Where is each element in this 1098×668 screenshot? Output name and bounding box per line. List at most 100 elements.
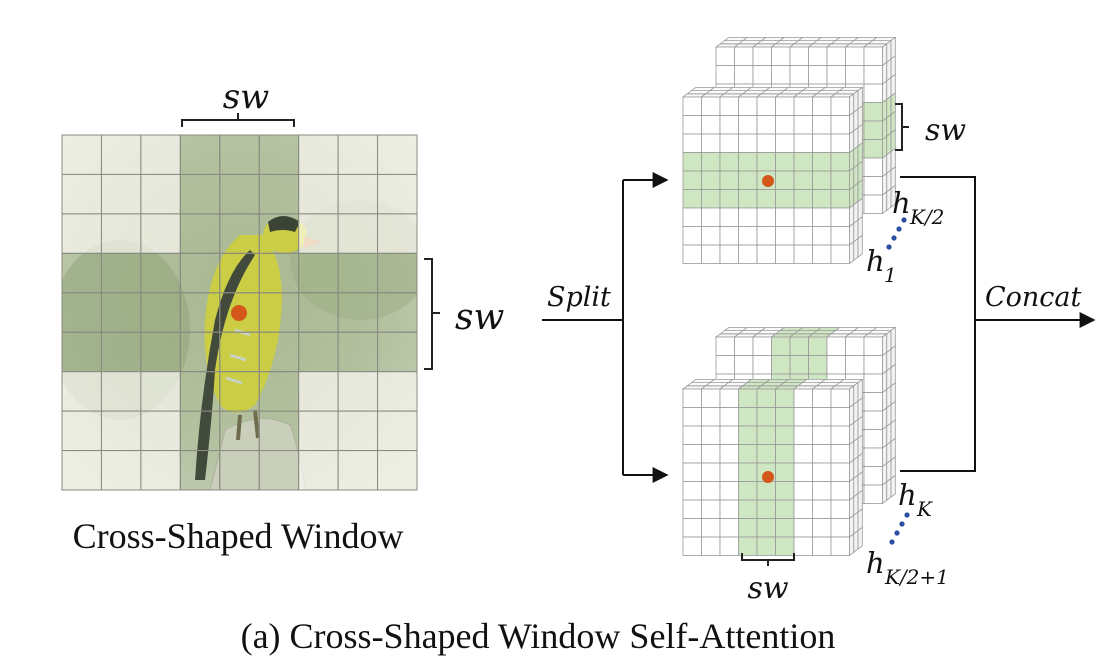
front-face-cell: [771, 65, 791, 85]
grid-cell: [377, 371, 418, 412]
front-face-cell: [863, 410, 883, 430]
svg-text:K: K: [916, 497, 933, 521]
front-face-cell: [719, 499, 739, 519]
side-face-cell: [886, 39, 892, 64]
side-face-cell: [857, 471, 863, 495]
side-face-cell: [857, 105, 863, 129]
grid-overlay: [61, 134, 418, 491]
front-face-cell: [682, 536, 702, 556]
front-face-cell: [719, 96, 739, 116]
side-face-cell: [853, 182, 859, 206]
grid-cell: [100, 173, 142, 215]
grid-cell: [298, 252, 339, 294]
side-face-cell: [886, 76, 892, 101]
front-face-cell: [734, 355, 754, 375]
front-face-cell: [738, 536, 758, 556]
side-face-cell: [890, 92, 896, 116]
side-face-cell: [849, 514, 855, 538]
side-face-cell: [857, 489, 863, 513]
front-face-cell: [830, 518, 850, 538]
front-face-cell: [793, 189, 813, 209]
grid-cell: [298, 134, 339, 175]
front-face-cell: [863, 139, 883, 159]
side-face-cell: [857, 526, 863, 550]
grid-cell: [140, 134, 181, 175]
grid-cell: [337, 213, 379, 254]
side-face-cell: [886, 187, 892, 212]
side-face-cell: [886, 403, 892, 428]
side-face-cell: [849, 222, 855, 246]
side-face-cell: [886, 385, 892, 409]
front-face-cell: [863, 46, 883, 66]
grid-cell: [100, 410, 142, 452]
front-face-cell: [775, 388, 795, 408]
side-face-cell: [857, 378, 863, 402]
front-face-cell: [830, 536, 850, 556]
grid-cell: [219, 410, 260, 452]
front-face-cell: [738, 133, 758, 153]
side-face-cell: [849, 385, 855, 409]
side-face-cell: [857, 397, 863, 421]
svg-text:h: h: [892, 186, 911, 220]
front-face-cell: [701, 499, 721, 519]
ellipsis-dots-top: [886, 217, 907, 250]
front-face-cell: [812, 388, 832, 408]
grid-cell: [61, 213, 102, 254]
head-label-1: h 1: [866, 244, 897, 287]
side-face-cell: [882, 80, 888, 104]
sw-label-top-right: sw: [925, 113, 966, 148]
sw-bracket-bottom: [741, 553, 795, 566]
front-face-cell: [812, 244, 832, 264]
side-face-cell: [890, 326, 896, 350]
side-face-cell: [857, 160, 863, 184]
front-face-cell: [812, 115, 832, 135]
front-face-cell: [845, 46, 865, 66]
front-face-cell: [701, 444, 721, 464]
front-face-cell: [793, 244, 813, 264]
front-face-cell: [701, 407, 721, 427]
front-face-cell: [701, 170, 721, 190]
front-face-cell: [812, 133, 832, 153]
front-face-cell: [812, 425, 832, 445]
front-face-cell: [830, 170, 850, 190]
front-face-cell: [701, 244, 721, 264]
front-face-cell: [812, 152, 832, 172]
grid-cell: [179, 173, 221, 215]
side-face-cell: [849, 167, 855, 191]
sw-bracket-top: [181, 113, 295, 127]
front-face-cell: [756, 244, 776, 264]
front-face-cell: [863, 83, 883, 103]
front-face-cell: [826, 355, 846, 375]
front-face-cell: [793, 152, 813, 172]
sw-label-right: sw: [455, 297, 504, 338]
grid-cell: [377, 173, 418, 215]
front-face-cell: [756, 96, 776, 116]
side-face-cell: [849, 422, 855, 446]
side-face-cell: [882, 98, 888, 122]
front-face-cell: [812, 462, 832, 482]
side-face-cell: [882, 425, 888, 449]
front-face-cell: [738, 462, 758, 482]
front-face-cell: [793, 462, 813, 482]
front-face-cell: [771, 355, 791, 375]
side-face-cell: [853, 200, 859, 225]
front-face-cell: [734, 336, 754, 356]
grid-cell: [337, 252, 379, 294]
front-face-cell: [682, 244, 702, 264]
front-face-cell: [738, 388, 758, 408]
front-face-cell: [830, 444, 850, 464]
side-face-cell: [882, 191, 888, 215]
front-face-cell: [738, 170, 758, 190]
grid-cell: [61, 252, 102, 294]
grid-cell: [298, 371, 339, 412]
front-face-cell: [826, 336, 846, 356]
side-face-cell: [886, 113, 892, 138]
side-face-cell: [890, 73, 896, 97]
front-face-cell: [775, 189, 795, 209]
front-face-cell: [738, 244, 758, 264]
front-face-cell: [775, 170, 795, 190]
side-face-cell: [886, 169, 892, 193]
front-face-cell: [775, 115, 795, 135]
front-face-cell: [682, 115, 702, 135]
front-face-cell: [775, 462, 795, 482]
